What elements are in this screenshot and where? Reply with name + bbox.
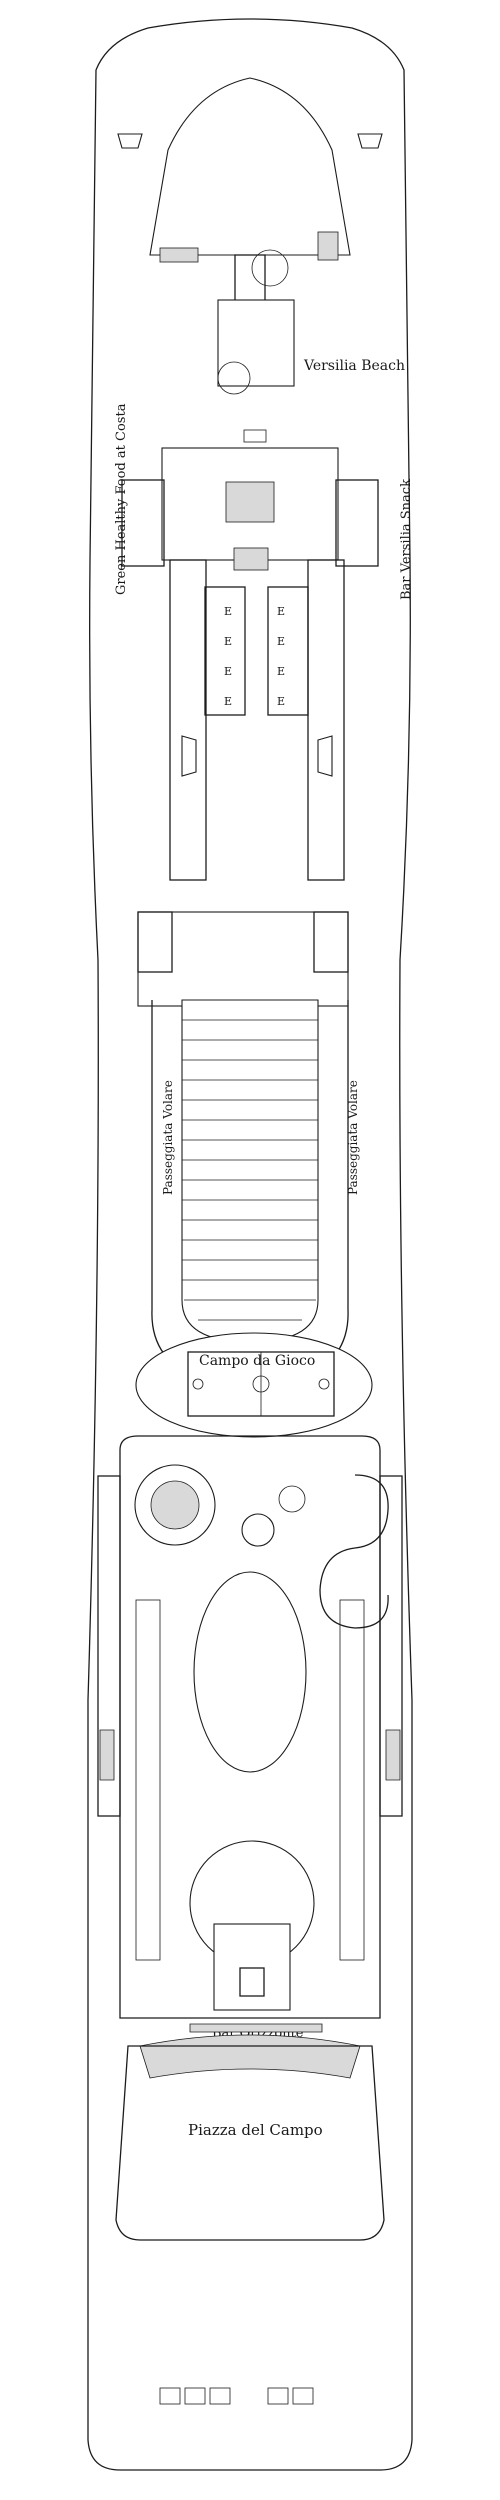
elevator-4: E: [224, 695, 232, 708]
lifeboat-icon-mid-right: [317, 735, 333, 777]
stairs-block: [181, 999, 319, 1343]
label-versilia-beach: Versilia Beach: [303, 358, 405, 374]
mid-block-right: [307, 559, 345, 881]
bow-bar-right: [317, 231, 339, 261]
stair-steps: [182, 1019, 318, 1321]
elevator-6: E: [277, 635, 285, 648]
waterslide-center: [241, 1513, 275, 1547]
elevator-7: E: [277, 665, 285, 678]
versilia-beach-pool-area: [217, 299, 295, 387]
sports-court-enclosure: [135, 1332, 373, 1438]
court-hoop-right: [318, 1378, 330, 1390]
pool-deck: [119, 1435, 381, 2019]
elevator-3: E: [224, 665, 232, 678]
stair-hall-right-tower: [313, 911, 349, 973]
stern-block-1: [159, 2387, 181, 2405]
elevator-bank-left: [204, 586, 246, 716]
amphitheater-seating: [139, 2034, 361, 2079]
inner-stair-block: [225, 481, 275, 523]
bow-bar-left: [159, 247, 199, 263]
stair-marker: [243, 429, 267, 443]
bow-sundeck: [149, 77, 351, 256]
waterslide-tower-left-inner: [150, 1480, 200, 1530]
court-hoop-left: [192, 1378, 204, 1390]
lounge-area-left: [135, 1599, 161, 1961]
stern-block-3: [209, 2387, 231, 2405]
label-green-healthy-food: Green Healthy Food at Costa: [114, 403, 129, 595]
main-pool: [193, 1571, 307, 1773]
waterslide-ring: [278, 1485, 306, 1513]
lifeboat-icon-bow-left: [117, 133, 143, 149]
bow-corridor: [234, 254, 266, 304]
elevator-bank-right: [267, 586, 309, 716]
lifeboat-icon-aft-right: [385, 1729, 401, 1781]
mid-block-left: [169, 559, 207, 881]
stern-block-5: [292, 2387, 314, 2405]
court-center-circle: [252, 1375, 270, 1393]
elevator-5: E: [277, 605, 285, 618]
aft-structure-inner: [239, 1967, 265, 1997]
lifeboat-icon-bow-right: [357, 133, 383, 149]
bow-stair-circle: [251, 249, 289, 287]
label-bar-versilia-snack: Bar Versilia Snack: [399, 479, 414, 600]
label-piazza-del-campo: Piazza del Campo: [188, 2121, 323, 2139]
lounge-area-right: [339, 1599, 365, 1961]
bar-counter: [189, 2023, 323, 2033]
stair-hall-left-tower: [137, 911, 173, 973]
lifeboat-icon-mid-left: [181, 735, 197, 777]
label-campo-da-gioco: Campo da Gioco: [199, 1353, 315, 1369]
side-structure-left: [97, 1475, 121, 1817]
waterslide-figure-eight: [319, 1474, 389, 1629]
aft-structure: [213, 1923, 291, 2011]
elevator-2: E: [224, 635, 232, 648]
inner-stair-lower: [233, 547, 269, 571]
piazza-area: [115, 2045, 385, 2241]
stern-block-2: [184, 2387, 206, 2405]
elevator-1: E: [224, 605, 232, 618]
side-structure-right: [379, 1475, 403, 1817]
versilia-beach-jacuzzi: [217, 361, 251, 395]
stern-block-4: [267, 2387, 289, 2405]
superstructure-left-wing: [121, 479, 165, 567]
elevator-8: E: [277, 695, 285, 708]
stair-hall: [137, 911, 349, 1007]
label-passeggiata-volare-left: Passeggiata Volare: [161, 1080, 175, 1195]
superstructure-right-wing: [335, 479, 379, 567]
label-passeggiata-volare-right: Passeggiata Volare: [346, 1080, 360, 1195]
lifeboat-icon-aft-left: [99, 1729, 115, 1781]
hull-outline: [87, 18, 413, 2471]
